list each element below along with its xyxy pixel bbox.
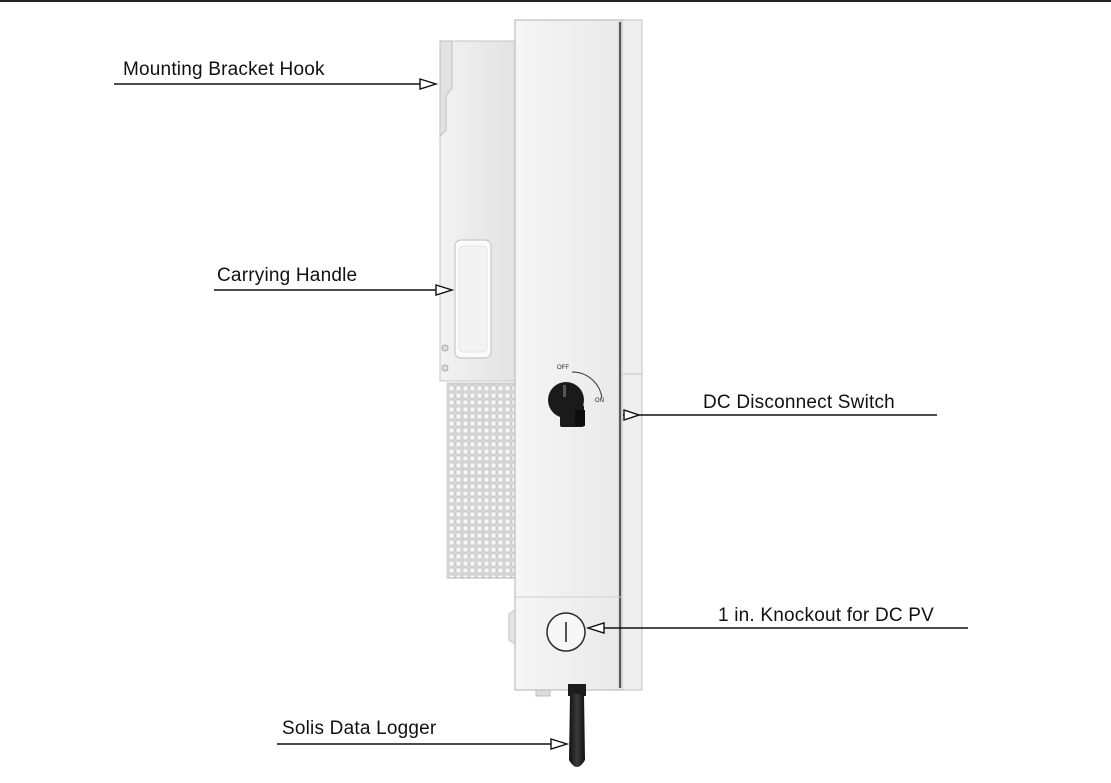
dc-disconnect-switch: OFF ON: [548, 365, 604, 427]
knockout-dc-pv: [546, 612, 586, 652]
callout-leader-carrying-handle: [214, 284, 455, 296]
label-dc-disconnect-switch: DC Disconnect Switch: [703, 392, 895, 413]
switch-on-label: ON: [595, 398, 604, 404]
label-solis-data-logger: Solis Data Logger: [282, 718, 437, 739]
switch-off-label: OFF: [557, 365, 569, 371]
bracket-screw: [441, 344, 449, 352]
heatsink-grille: [446, 382, 518, 579]
label-knockout-dc-pv: 1 in. Knockout for DC PV: [718, 605, 935, 626]
mounting-bracket-hook: [439, 40, 453, 138]
callout-leader-mounting-bracket-hook: [114, 78, 439, 90]
top-border-rule: [0, 0, 1111, 2]
callout-leader-solis-data-logger: [277, 738, 570, 750]
inverter-main-housing: [508, 19, 643, 697]
callout-leader-dc-disconnect-switch: [623, 409, 937, 421]
carrying-handle: [454, 239, 492, 359]
label-mounting-bracket-hook: Mounting Bracket Hook: [123, 59, 325, 80]
solis-data-logger: [568, 684, 586, 767]
bracket-screw: [441, 364, 449, 372]
callout-leader-knockout-dc-pv: [585, 622, 968, 634]
label-carrying-handle: Carrying Handle: [217, 265, 358, 286]
